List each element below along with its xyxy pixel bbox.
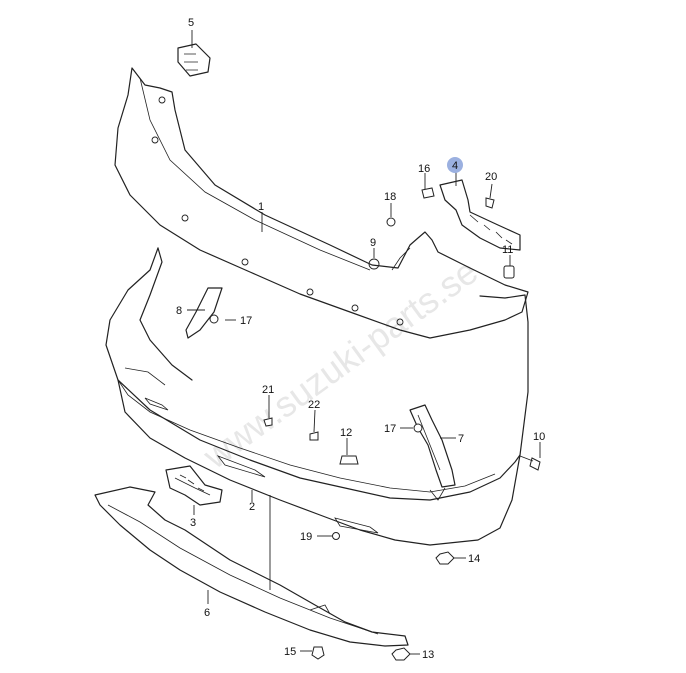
part-11-clip[interactable] <box>503 265 515 279</box>
fastener-18-screw[interactable] <box>386 217 396 227</box>
fastener-17-screw-left[interactable] <box>209 314 219 324</box>
callout-9[interactable]: 9 <box>370 237 376 249</box>
part-7-side-bracket[interactable] <box>409 404 456 488</box>
fastener-20-screw[interactable] <box>485 197 495 209</box>
callout-15[interactable]: 15 <box>284 646 296 658</box>
fastener-22-screw[interactable] <box>309 431 319 441</box>
callout-7[interactable]: 7 <box>458 433 464 445</box>
part-6-undercover[interactable] <box>94 486 409 647</box>
callout-1[interactable]: 1 <box>258 201 264 213</box>
callout-5[interactable]: 5 <box>188 17 194 29</box>
callout-21[interactable]: 21 <box>262 384 274 396</box>
mount-hole <box>241 258 249 266</box>
fastener-17-screw-right[interactable] <box>413 423 423 433</box>
part-3-bracket[interactable] <box>165 465 223 506</box>
part-1-upper-cover[interactable] <box>114 67 529 339</box>
part-8-side-bracket[interactable] <box>185 287 223 339</box>
part-4-bracket[interactable] <box>439 179 521 251</box>
mount-hole <box>181 214 189 222</box>
part-12-nut[interactable] <box>339 455 359 465</box>
callout-11[interactable]: 11 <box>502 244 513 256</box>
mount-hole <box>306 288 314 296</box>
fastener-14-nut[interactable] <box>435 551 455 565</box>
leader-lines <box>187 30 541 655</box>
callout-8[interactable]: 8 <box>176 305 182 317</box>
callout-19[interactable]: 19 <box>300 531 312 543</box>
mount-hole <box>158 96 166 104</box>
fastener-19-screw[interactable] <box>332 532 340 540</box>
callout-10[interactable]: 10 <box>533 431 545 443</box>
mount-hole <box>396 318 404 326</box>
fastener-15-screw[interactable] <box>311 646 325 660</box>
callout-12[interactable]: 12 <box>340 427 352 439</box>
mount-hole <box>151 136 159 144</box>
callout-3[interactable]: 3 <box>190 517 196 529</box>
callout-17-left[interactable]: 17 <box>240 315 252 327</box>
callout-14[interactable]: 14 <box>468 553 480 565</box>
mount-hole <box>351 304 359 312</box>
part-5-bracket[interactable] <box>177 43 211 77</box>
callout-20[interactable]: 20 <box>485 171 497 183</box>
fastener-16-screw[interactable] <box>421 187 435 199</box>
fastener-10-screw[interactable] <box>519 455 541 471</box>
callout-4-highlight <box>447 157 463 173</box>
fastener-13-nut[interactable] <box>391 647 411 661</box>
callout-2[interactable]: 2 <box>249 501 255 513</box>
callout-16[interactable]: 16 <box>418 163 430 175</box>
callout-6[interactable]: 6 <box>204 607 210 619</box>
callout-18[interactable]: 18 <box>384 191 396 203</box>
callout-4[interactable]: 4 <box>452 160 458 172</box>
callout-17-right[interactable]: 17 <box>384 423 396 435</box>
part-9-grommet[interactable] <box>368 258 380 270</box>
callout-13[interactable]: 13 <box>422 649 434 661</box>
callout-22[interactable]: 22 <box>308 399 320 411</box>
watermark-text: www.suzuki-parts.se <box>195 250 485 477</box>
fastener-21-screw[interactable] <box>263 417 273 427</box>
part-2-bumper-fascia[interactable] <box>105 247 529 546</box>
